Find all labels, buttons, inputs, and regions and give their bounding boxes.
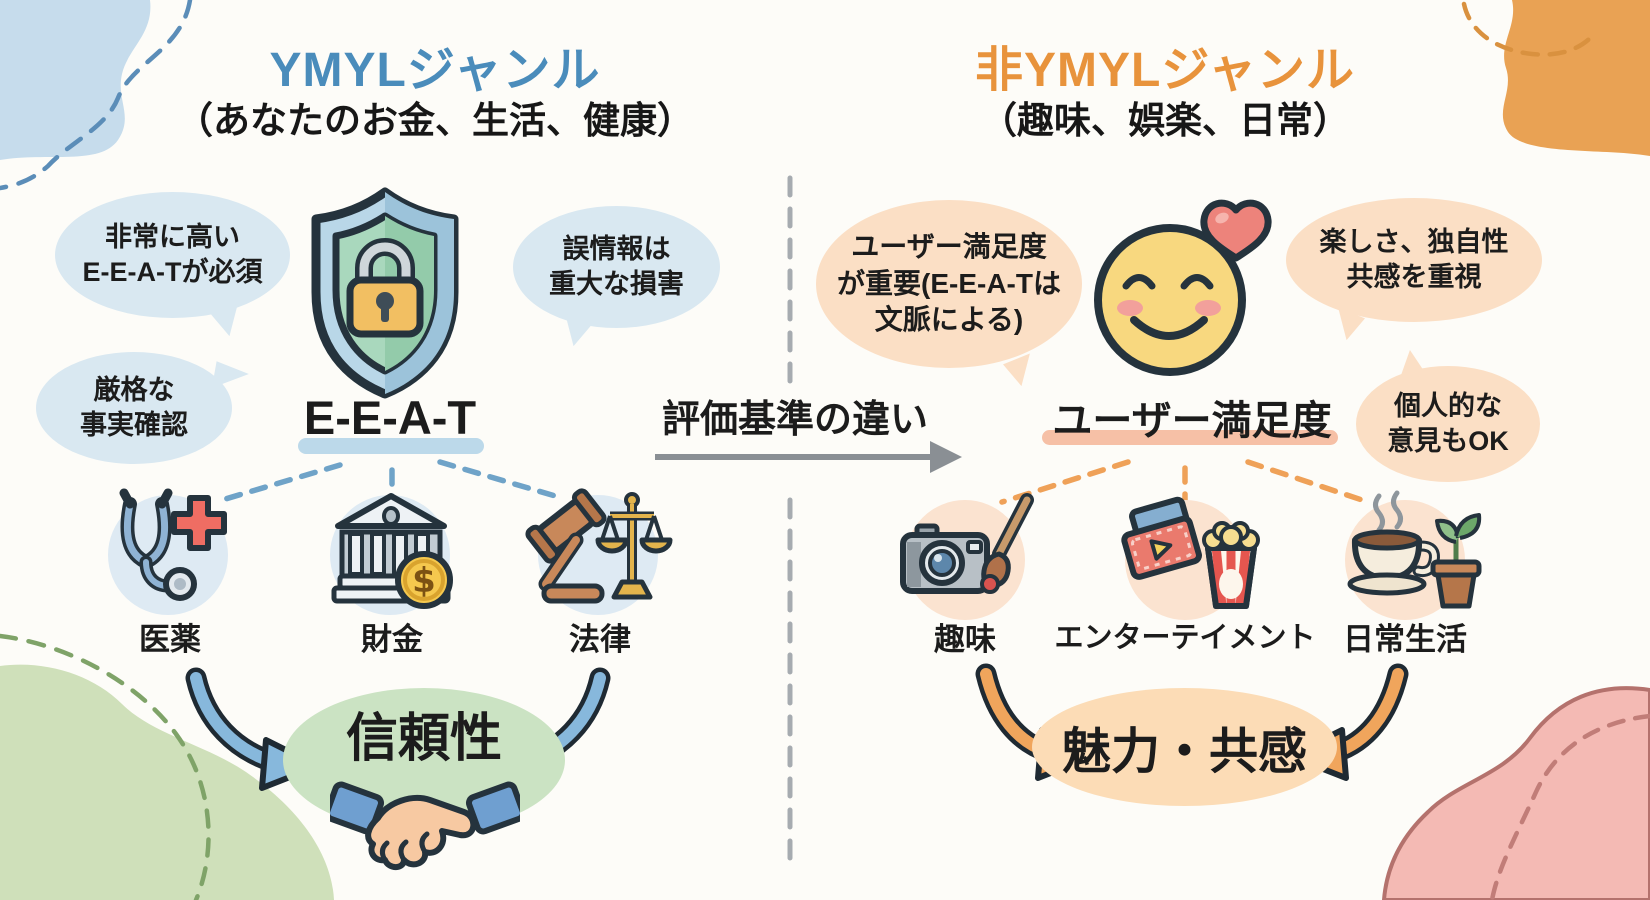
category-label-law: 法律 (569, 622, 631, 657)
handshake-icon (323, 762, 527, 882)
speech-bubble-text: 厳格な 事実確認 (80, 374, 188, 440)
right-subtitle: （趣味、娯楽、日常） (980, 100, 1350, 141)
smiley-heart-icon (1088, 192, 1273, 392)
blob-top-left (0, 0, 151, 160)
bubble-tail (211, 361, 251, 394)
coin-symbol: $ (412, 561, 436, 601)
right-title: 非YMYLジャンル (975, 44, 1355, 97)
category-label-hobby: 趣味 (934, 622, 996, 657)
left-title: YMYLジャンル (269, 44, 601, 97)
left-outcome-label: 信頼性 (345, 710, 502, 768)
blob-top-right (1502, 0, 1650, 156)
coffee-plant-icon (1335, 488, 1485, 625)
bank-coin-icon: $ (326, 488, 458, 623)
eeat-highlight-bar (298, 438, 484, 454)
speech-bubble-text: 非常に高い E-E-A-Tが必須 (82, 221, 263, 287)
user-satisfaction-label: ユーザー満足度 (1052, 399, 1332, 443)
blob-bottom-right (1381, 686, 1650, 900)
speech-bubble-fact-check: 厳格な 事実確認 (36, 352, 251, 464)
speech-bubble-text: 個人的な 意見もOK (1387, 390, 1509, 456)
category-label-finance: 財金 (361, 622, 423, 657)
speech-bubble-text: ユーザー満足度 が重要(E-E-A-Tは 文脈による) (837, 231, 1061, 336)
center-arrow (655, 441, 962, 473)
blob-bottom-right-dashed (1489, 713, 1650, 900)
center-difference-label: 評価基準の違い (661, 399, 928, 441)
blob-top-right-dashed (1461, 1, 1597, 57)
tickets-popcorn-icon (1112, 490, 1264, 625)
category-label-medical: 医薬 (139, 622, 201, 657)
speech-bubble-personal-opinion: 個人的な 意見もOK (1356, 347, 1540, 482)
blob-top-left-dashed (0, 0, 193, 191)
speech-bubble-fun-originality: 楽しさ、独自性 共感を重視 (1286, 198, 1542, 344)
eeat-label: E-E-A-T (303, 391, 477, 444)
gavel-scales-icon (524, 486, 676, 621)
right-outcome-ellipse: 魅力・共感 (1032, 688, 1337, 806)
speech-bubble-text: 楽しさ、独自性 共感を重視 (1319, 226, 1509, 292)
left-subtitle: （あなたのお金、生活、健康） (176, 100, 694, 141)
camera-brush-icon (895, 492, 1037, 627)
speech-bubble-text: 誤情報は 重大な損害 (549, 233, 684, 299)
speech-bubble-eeat-required: 非常に高い E-E-A-Tが必須 (55, 192, 290, 340)
category-label-daily-life: 日常生活 (1343, 622, 1467, 657)
user-satisfaction-highlight-bar (1042, 430, 1338, 445)
right-outcome-label: 魅力・共感 (1061, 724, 1307, 779)
blob-bottom-left-dashed (0, 633, 211, 900)
shield-lock-icon (298, 182, 473, 422)
category-label-entertainment: エンターテイメント (1054, 622, 1316, 654)
speech-bubble-misinformation: 誤情報は 重大な損害 (513, 206, 720, 350)
speech-bubble-user-satisfaction: ユーザー満足度 が重要(E-E-A-Tは 文脈による) (816, 200, 1082, 390)
blob-bottom-left (0, 664, 334, 900)
medical-icon (100, 482, 235, 617)
